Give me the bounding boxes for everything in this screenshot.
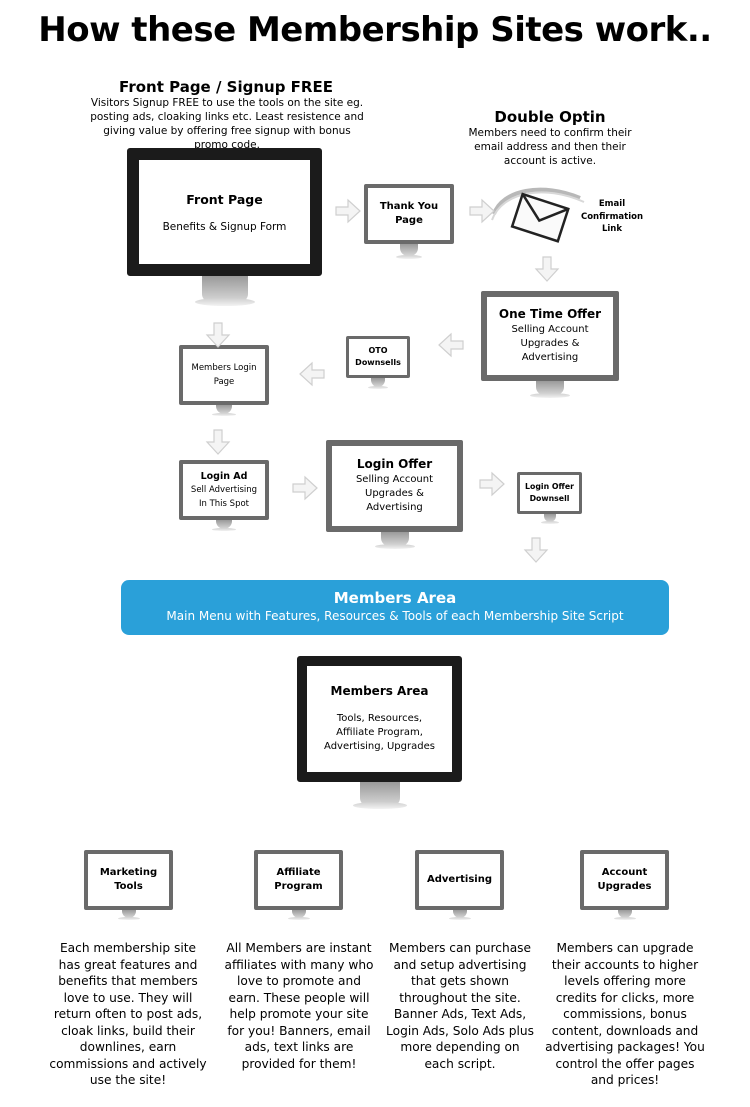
members-area-banner: Members Area Main Menu with Features, Re… — [121, 580, 669, 635]
login-ad-monitor: Login Ad Sell Advertising In This Spot — [179, 460, 269, 534]
affiliate-program-monitor: Affiliate Program — [254, 850, 343, 922]
members-area-screen-text: Tools, Resources, Affiliate Program, Adv… — [324, 713, 435, 752]
page-title: How these Membership Sites work.. — [38, 10, 712, 50]
double-optin-title: Double Optin — [494, 108, 606, 126]
account-upgrades-monitor: Account Upgrades — [580, 850, 669, 922]
login-ad-title: Login Ad — [200, 470, 248, 482]
one-time-offer-title: One Time Offer — [498, 307, 602, 321]
members-login-text: Members Login Page — [191, 363, 257, 387]
arrow-down-icon — [205, 322, 231, 348]
email-confirmation-label: Email Confirmation Link — [580, 199, 644, 234]
feature-label: Account Upgrades — [597, 867, 652, 892]
members-login-monitor: Members Login Page — [179, 345, 269, 419]
front-page-screen-text: Benefits & Signup Form — [162, 220, 287, 233]
login-offer-monitor: Login Offer Selling Account Upgrades & A… — [326, 440, 463, 560]
login-offer-downsell-title: Login Offer Downsell — [525, 482, 574, 503]
advertising-monitor: Advertising — [415, 850, 504, 922]
thank-you-screen-title: Thank You Page — [379, 201, 439, 226]
envelope-icon — [491, 187, 585, 243]
arrow-right-icon — [292, 475, 318, 501]
account-upgrades-description: Members can upgrade their accounts to hi… — [545, 941, 705, 1087]
arrow-right-icon — [469, 198, 495, 224]
marketing-tools-monitor: Marketing Tools — [84, 850, 173, 922]
arrow-right-icon — [479, 471, 505, 497]
oto-downsells-monitor: OTO Downsells — [346, 336, 410, 392]
login-ad-text: Sell Advertising In This Spot — [190, 484, 258, 509]
front-page-caption-title: Front Page / Signup FREE — [119, 78, 333, 96]
members-area-banner-title: Members Area — [333, 589, 457, 607]
arrow-down-icon — [534, 256, 560, 282]
double-optin-text: Members need to confirm their email addr… — [468, 127, 632, 167]
arrow-left-icon — [299, 361, 325, 387]
one-time-offer-text: Selling Account Upgrades & Advertising — [511, 324, 589, 363]
front-page-caption-text: Visitors Signup FREE to use the tools on… — [90, 97, 364, 151]
one-time-offer-monitor: One Time Offer Selling Account Upgrades … — [481, 291, 619, 411]
feature-label: Affiliate Program — [274, 867, 323, 892]
login-offer-title: Login Offer — [356, 457, 433, 471]
affiliate-program-description: All Members are instant affiliates with … — [224, 941, 374, 1071]
login-offer-downsell-monitor: Login Offer Downsell — [517, 472, 582, 526]
login-offer-text: Selling Account Upgrades & Advertising — [355, 474, 434, 513]
oto-downsells-title: OTO Downsells — [355, 346, 401, 367]
front-page-monitor: Front Page Benefits & Signup Form — [127, 148, 322, 318]
members-area-banner-subtitle: Main Menu with Features, Resources & Too… — [166, 609, 624, 623]
marketing-tools-description: Each membership site has great features … — [49, 941, 207, 1087]
advertising-description: Members can purchase and setup advertisi… — [386, 941, 534, 1071]
arrow-right-icon — [335, 198, 361, 224]
members-area-screen-title: Members Area — [330, 684, 429, 698]
thank-you-monitor: Thank You Page — [364, 184, 454, 262]
front-page-screen-title: Front Page — [186, 191, 263, 207]
arrow-down-icon — [205, 429, 231, 455]
arrow-left-icon — [438, 332, 464, 358]
feature-label: Marketing Tools — [99, 867, 158, 892]
feature-label: Advertising — [427, 874, 492, 885]
arrow-down-icon — [523, 537, 549, 563]
members-area-monitor: Members Area Tools, Resources, Affiliate… — [297, 656, 462, 816]
